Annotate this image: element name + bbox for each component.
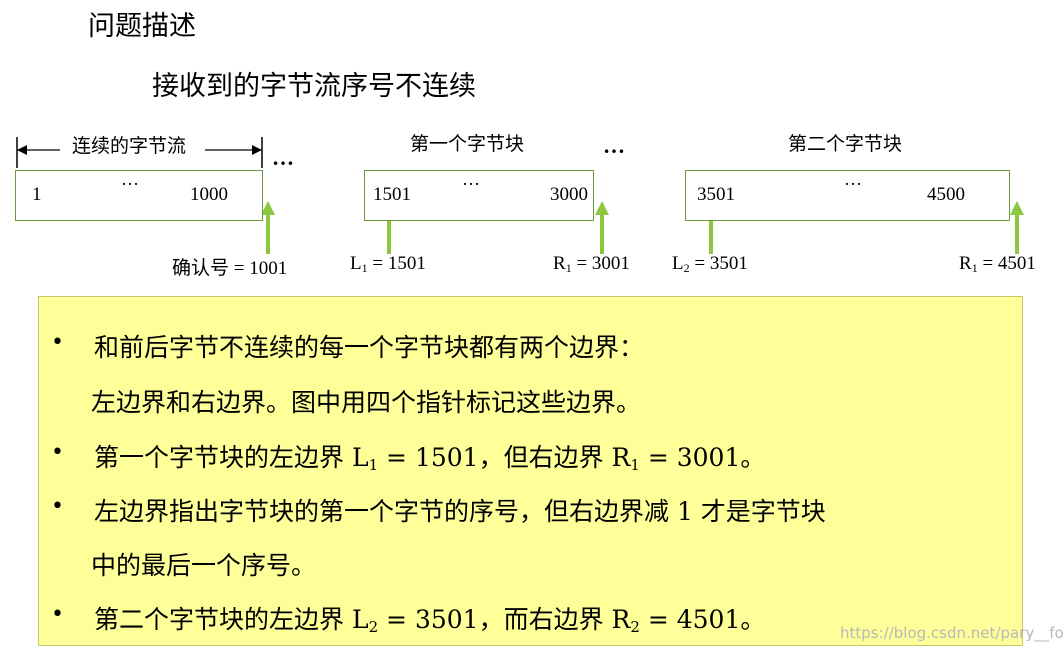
bullet-3: • — [51, 494, 64, 519]
explanation-box: • 和前后字节不连续的每一个字节块都有两个边界： 左边界和右边界。图中用四个指针… — [38, 296, 1023, 646]
block2-end: 4500 — [927, 184, 965, 205]
note-line-1: 和前后字节不连续的每一个字节块都有两个边界： — [94, 333, 645, 362]
pointer-L1-value: = 1501 — [367, 253, 426, 274]
block1-end: 3000 — [550, 184, 588, 205]
pointer-ack-value: = 1001 — [229, 258, 288, 279]
continuous-stream-label: 连续的字节流 — [68, 131, 191, 158]
pointer-L2-letter: L — [672, 253, 684, 274]
block2-label: 第二个字节块 — [788, 133, 903, 155]
note-line-4: 左边界指出字节块的第一个字节的序号，但右边界减 1 才是字节块 — [94, 497, 826, 526]
note-line-3-sub2: 1 — [630, 456, 640, 474]
note-line-3-c: = 3001。 — [639, 443, 766, 472]
note-line-3-sub1: 1 — [368, 456, 379, 474]
page-subtitle: 接收到的字节流序号不连续 — [152, 71, 476, 102]
block1-label: 第一个字节块 — [410, 133, 525, 155]
note-line-6-sub1: 2 — [368, 618, 379, 636]
pointer-R1b-letter: R — [959, 253, 972, 274]
bullet-1: • — [51, 330, 64, 355]
continuous-dots: … — [121, 169, 140, 189]
block2-start: 3501 — [697, 184, 735, 205]
block1-box: 1501 … 3000 — [364, 169, 594, 221]
pointer-R1a-sub: 1 — [565, 261, 572, 275]
bullet-4: • — [51, 602, 64, 627]
gap-dots-2: … — [603, 133, 626, 158]
block1-dots: … — [462, 169, 481, 189]
continuous-stream-box: 1 … 1000 — [15, 169, 263, 221]
note-line-6-a: 第二个字节块的左边界 L — [94, 605, 369, 634]
note-line-6-b: = 3501，而右边界 R — [378, 605, 631, 634]
block1-start: 1501 — [373, 184, 411, 205]
note-line-6-c: = 4501。 — [639, 605, 766, 634]
pointer-label-L1: L1 = 1501 — [350, 253, 426, 276]
pointer-label-R1b: R1 = 4501 — [959, 253, 1036, 276]
block2-box: 3501 … 4500 — [685, 169, 1010, 221]
page-title: 问题描述 — [88, 11, 196, 42]
gap-dots-1: … — [272, 145, 295, 170]
note-line-5: 中的最后一个序号。 — [91, 551, 317, 580]
note-line-2: 左边界和右边界。图中用四个指针标记这些边界。 — [91, 388, 642, 417]
pointer-L2-sub: 2 — [683, 261, 690, 275]
pointer-label-ack: 确认号 = 1001 — [172, 253, 287, 280]
bullet-2: • — [51, 440, 64, 465]
note-line-3: 第一个字节块的左边界 L1 = 1501，但右边界 R1 = 3001。 — [94, 438, 765, 474]
pointer-R1a-letter: R — [553, 253, 566, 274]
pointer-label-L2: L2 = 3501 — [672, 253, 748, 276]
pointer-L2-value: = 3501 — [689, 253, 748, 274]
pointer-ack-prefix: 确认号 — [172, 257, 230, 279]
pointer-R1b-sub: 1 — [971, 261, 978, 275]
note-line-6-sub2: 2 — [630, 618, 640, 636]
pointer-R1a-value: = 3001 — [571, 253, 630, 274]
pointer-label-R1a: R1 = 3001 — [553, 253, 630, 276]
pointer-L1-sub: 1 — [361, 261, 368, 275]
continuous-end: 1000 — [190, 184, 228, 205]
block2-dots: … — [844, 169, 863, 189]
pointer-R1b-value: = 4501 — [977, 253, 1036, 274]
pointer-L1-letter: L — [350, 253, 362, 274]
note-line-6: 第二个字节块的左边界 L2 = 3501，而右边界 R2 = 4501。 — [94, 600, 765, 636]
continuous-start: 1 — [32, 184, 42, 205]
note-line-3-a: 第一个字节块的左边界 L — [94, 443, 369, 472]
watermark: https://blog.csdn.net/pary__for — [840, 624, 1063, 642]
note-line-3-b: = 1501，但右边界 R — [378, 443, 631, 472]
